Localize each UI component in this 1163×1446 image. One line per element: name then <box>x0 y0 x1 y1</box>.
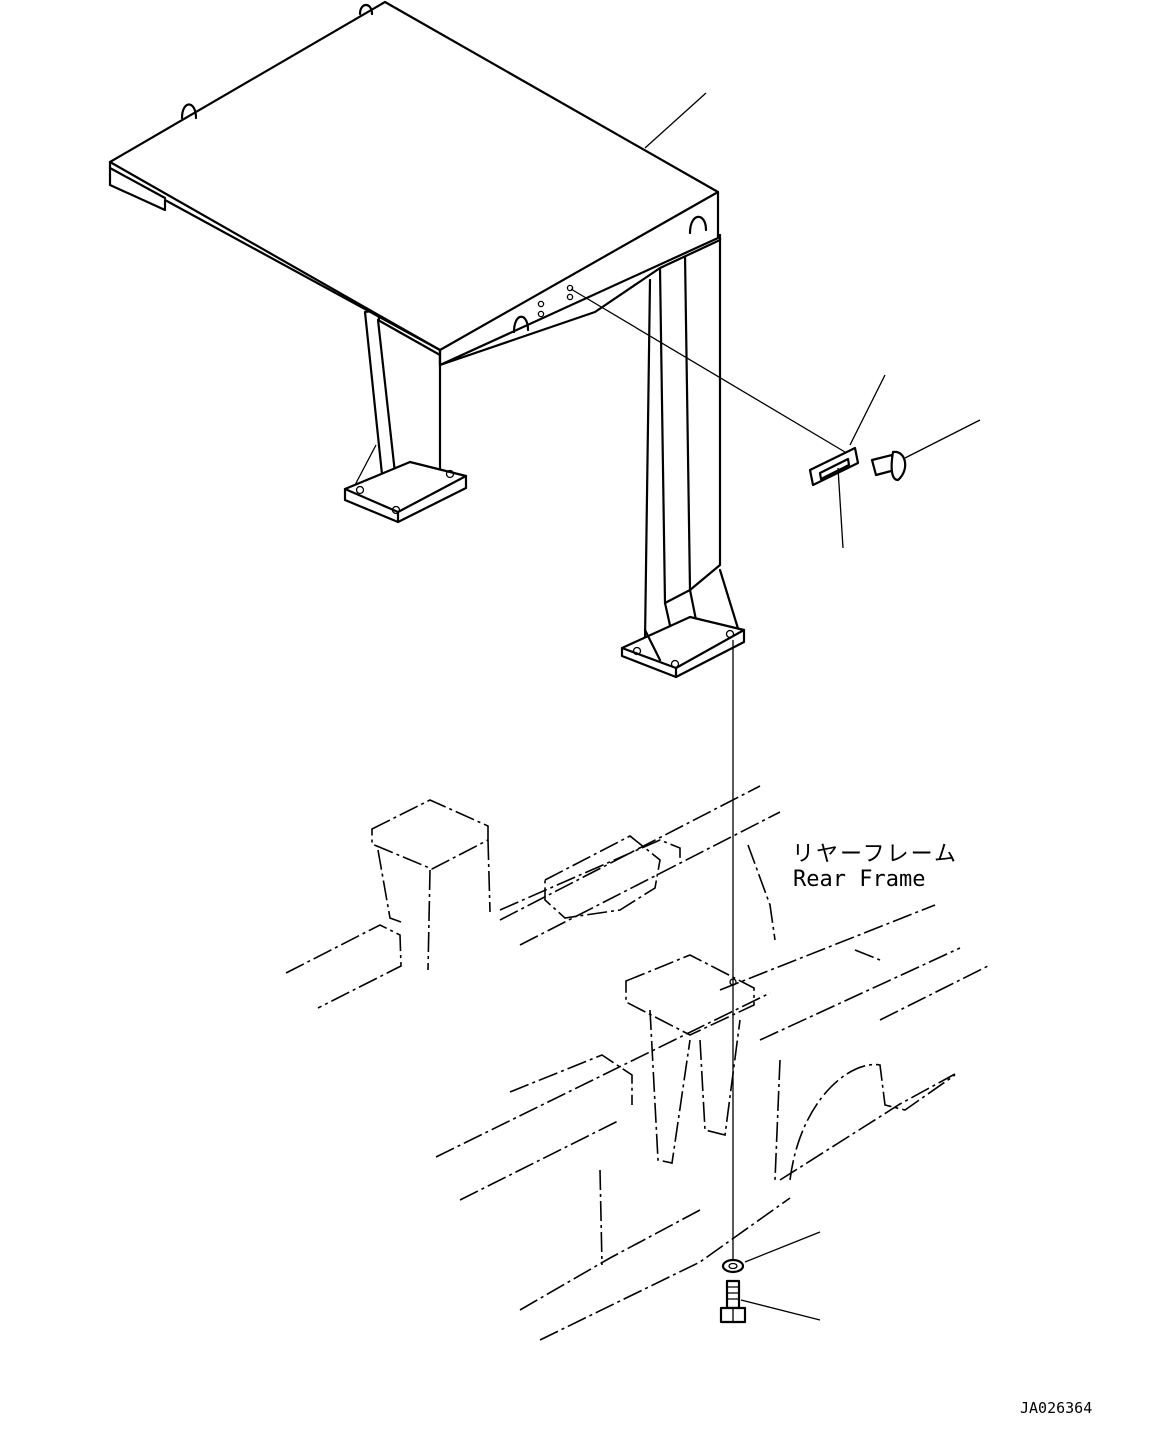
washer <box>721 1231 821 1274</box>
bolt <box>719 1279 821 1324</box>
plate-assembly <box>570 288 886 549</box>
rear-frame-label-en: Rear Frame <box>793 867 925 892</box>
rivet <box>870 419 981 482</box>
canopy-structure <box>108 0 746 679</box>
mount-hole <box>729 978 737 986</box>
rear-frame-label-jp: リヤーフレーム <box>792 842 958 867</box>
drawing-number: JA026364 <box>1020 1399 1092 1417</box>
rear-frame <box>285 785 991 1341</box>
